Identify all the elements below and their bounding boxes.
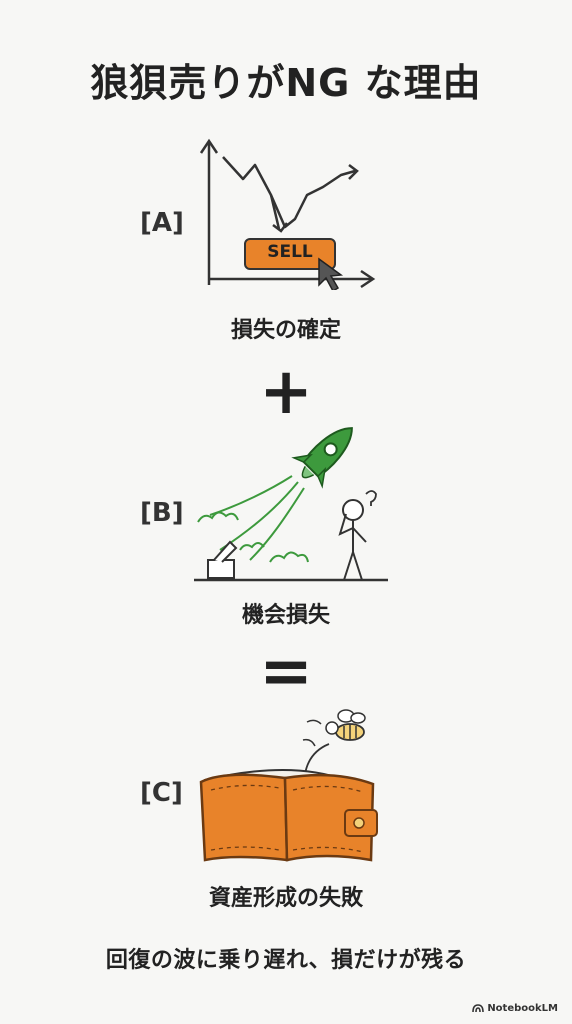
section-a-label: [A]	[140, 208, 184, 238]
section-c-caption: 資産形成の失敗	[208, 886, 363, 911]
section-a-caption: 損失の確定	[230, 318, 341, 343]
empty-wallet-illustration	[199, 709, 378, 862]
page-title: 狼狽売りがNG な理由	[90, 61, 482, 105]
conclusion-message: 回復の波に乗り遅れ、損だけが残る	[105, 948, 467, 973]
rocket-missed-illustration	[194, 427, 388, 582]
brand-name: NotebookLM	[487, 1003, 558, 1014]
notebooklm-icon	[472, 1004, 485, 1013]
section-b-label: [B]	[140, 498, 184, 528]
falling-chart-illustration	[199, 138, 376, 290]
section-c-label: [C]	[140, 778, 183, 808]
equals-operator: =	[259, 635, 313, 709]
plus-operator: +	[259, 355, 313, 429]
brand-logo: NotebookLM	[472, 1003, 558, 1014]
section-b-caption: 機会損失	[241, 603, 330, 628]
sell-button: SELL	[267, 242, 313, 262]
